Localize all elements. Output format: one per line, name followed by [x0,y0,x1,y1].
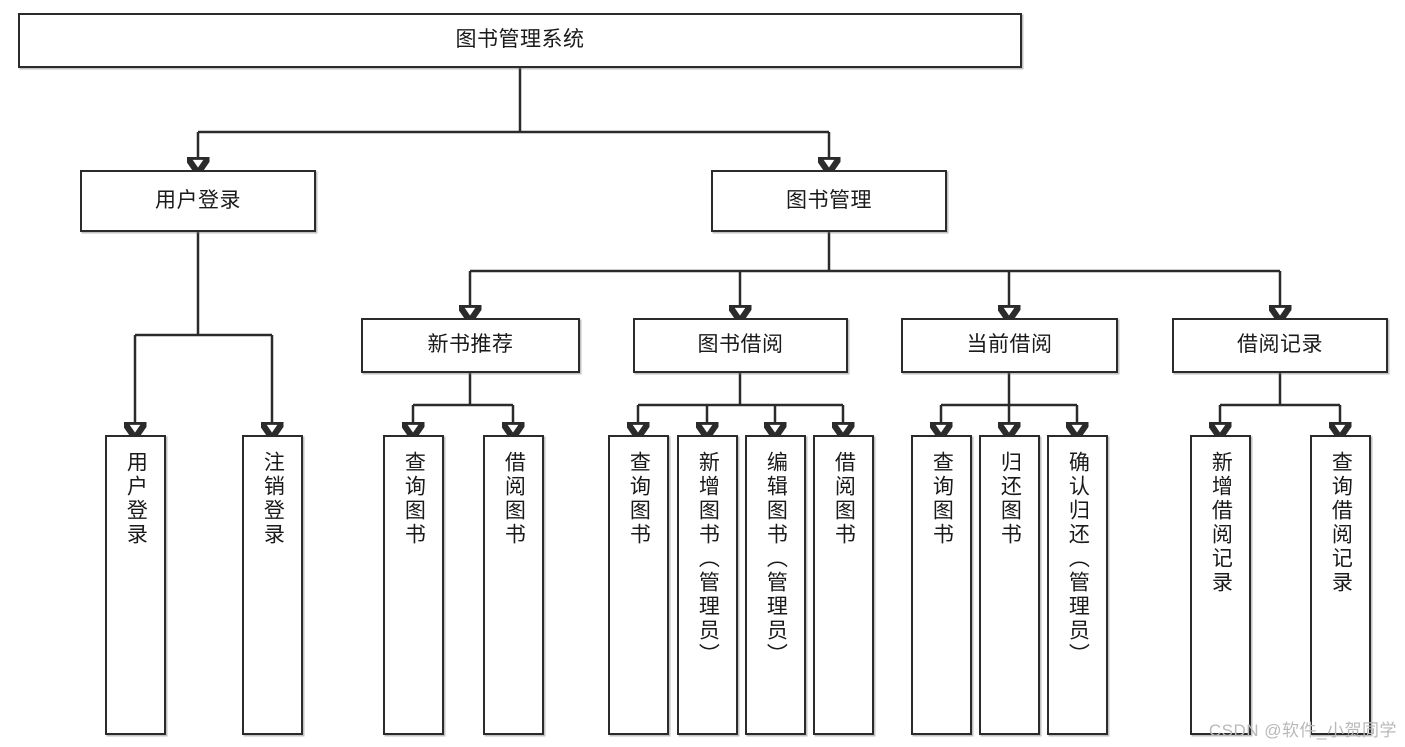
node-label: 新增借阅记录 [1209,451,1233,595]
node-leaf-add-borrow-record[interactable]: 新增借阅记录 [1190,435,1251,735]
node-leaf-query-borrow-record[interactable]: 查询借阅记录 [1310,435,1371,735]
node-label: 当前借阅 [966,333,1053,357]
node-label: 查询图书 [627,451,651,547]
node-label: 用户登录 [155,188,241,212]
node-book-borrow[interactable]: 图书借阅 [633,318,848,373]
node-label: 注销登录 [261,451,285,547]
node-label: 图书管理系统 [455,28,585,52]
node-root-book-management-system[interactable]: 图书管理系统 [18,13,1022,68]
node-label: 确认归还（管理员） [1066,451,1090,667]
node-leaf-confirm-return-admin[interactable]: 确认归还（管理员） [1047,435,1108,735]
node-book-management[interactable]: 图书管理 [711,170,947,232]
node-leaf-query-book-current[interactable]: 查询图书 [911,435,972,735]
node-borrow-record[interactable]: 借阅记录 [1172,318,1388,373]
node-leaf-borrow-book-recommend[interactable]: 借阅图书 [483,435,544,735]
node-new-book-recommend[interactable]: 新书推荐 [361,318,580,373]
node-current-borrow[interactable]: 当前借阅 [901,318,1118,373]
node-label: 图书管理 [786,188,872,212]
node-label: 归还图书 [998,451,1022,547]
node-label: 借阅图书 [502,451,526,547]
node-leaf-return-book[interactable]: 归还图书 [979,435,1040,735]
node-leaf-query-book-borrow[interactable]: 查询图书 [608,435,669,735]
node-label: 借阅记录 [1237,333,1323,357]
node-leaf-edit-book-admin[interactable]: 编辑图书（管理员） [745,435,806,735]
node-leaf-logout[interactable]: 注销登录 [242,435,303,735]
node-label: 借阅图书 [832,451,856,547]
node-label: 查询图书 [930,451,954,547]
node-leaf-user-login[interactable]: 用户登录 [105,435,166,735]
node-label: 编辑图书（管理员） [764,451,788,667]
node-user-login[interactable]: 用户登录 [80,170,316,232]
node-label: 查询借阅记录 [1329,451,1353,595]
node-leaf-borrow-book[interactable]: 借阅图书 [813,435,874,735]
node-label: 新书推荐 [427,333,514,357]
node-label: 新增图书（管理员） [696,451,720,667]
node-leaf-add-book-admin[interactable]: 新增图书（管理员） [677,435,738,735]
watermark-text: CSDN @软件_小贺同学 [1208,721,1397,740]
node-label: 图书借阅 [697,333,784,357]
node-leaf-query-book-recommend[interactable]: 查询图书 [383,435,444,735]
node-label: 查询图书 [402,451,426,547]
node-label: 用户登录 [124,451,148,547]
